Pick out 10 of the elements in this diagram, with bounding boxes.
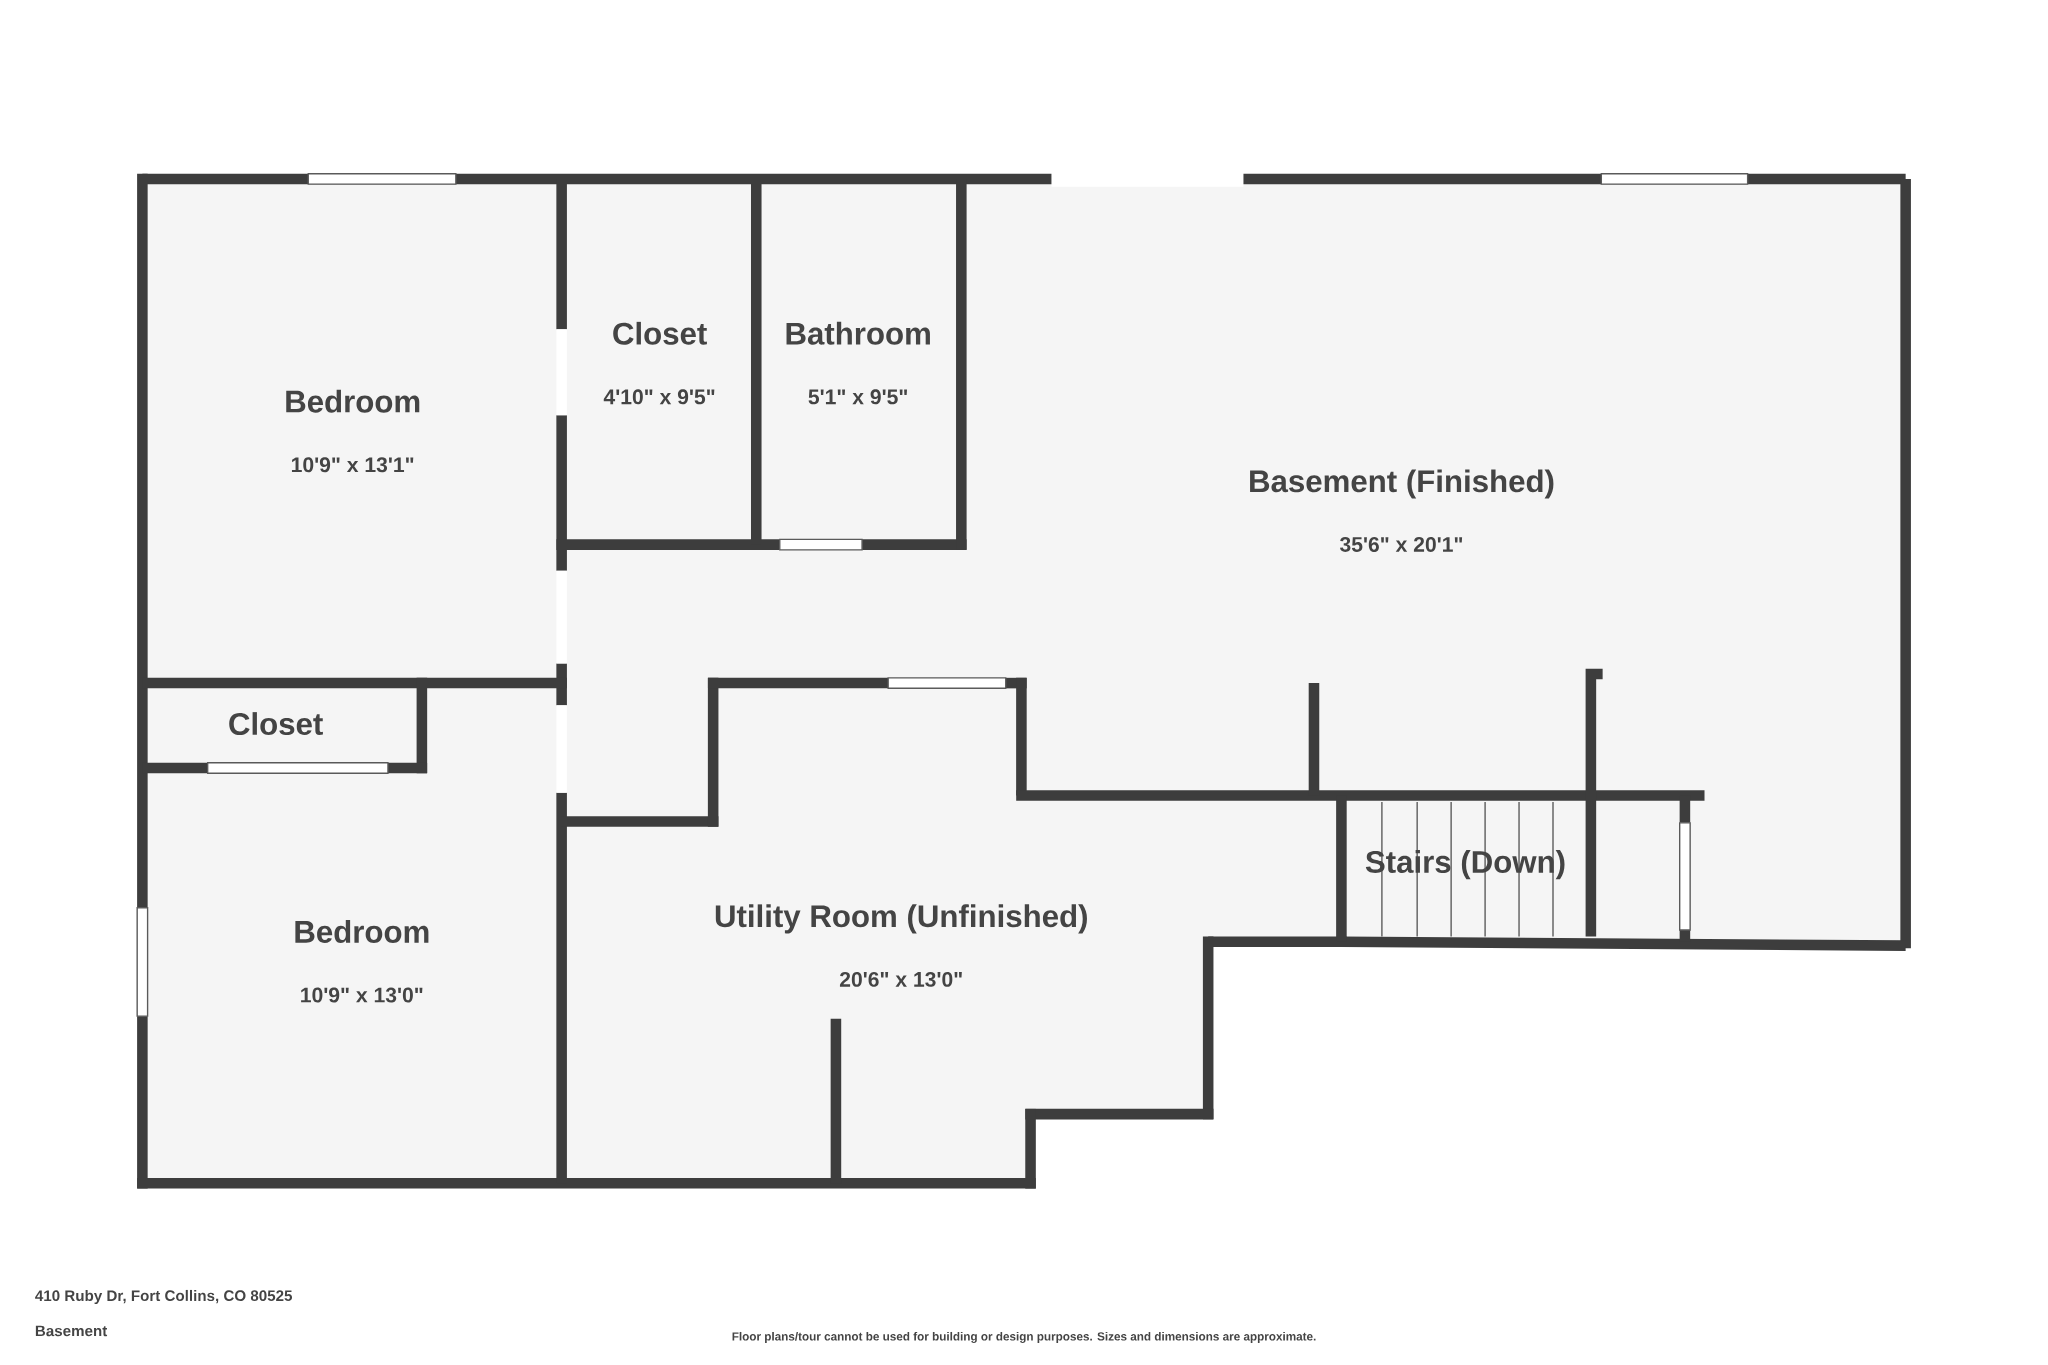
room-label: Closet — [229, 712, 323, 736]
room-label: Bathroom 5'1" x 9'5" — [786, 321, 930, 405]
room-label: Bedroom 10'9" x 13'0" — [295, 920, 429, 1003]
room-label: Bedroom 10'9" x 13'1" — [286, 389, 420, 473]
room-label: Basement (Finished) 35'6" x 20'1" — [1250, 469, 1554, 552]
disclaimer-text: Floor plans/tour cannot be used for building or design purposes. Sizes and dimensions are approximate. — [732, 1332, 1316, 1344]
room-label: Utility Room (Unfinished) 20'6" x 13'0" — [715, 904, 1087, 987]
room-label: Closet 4'10" x 9'5" — [603, 321, 715, 405]
address-text: 410 Ruby Dr, Fort Collins, CO 80525 — [35, 1290, 293, 1305]
floor-label: Basement — [35, 1325, 108, 1337]
